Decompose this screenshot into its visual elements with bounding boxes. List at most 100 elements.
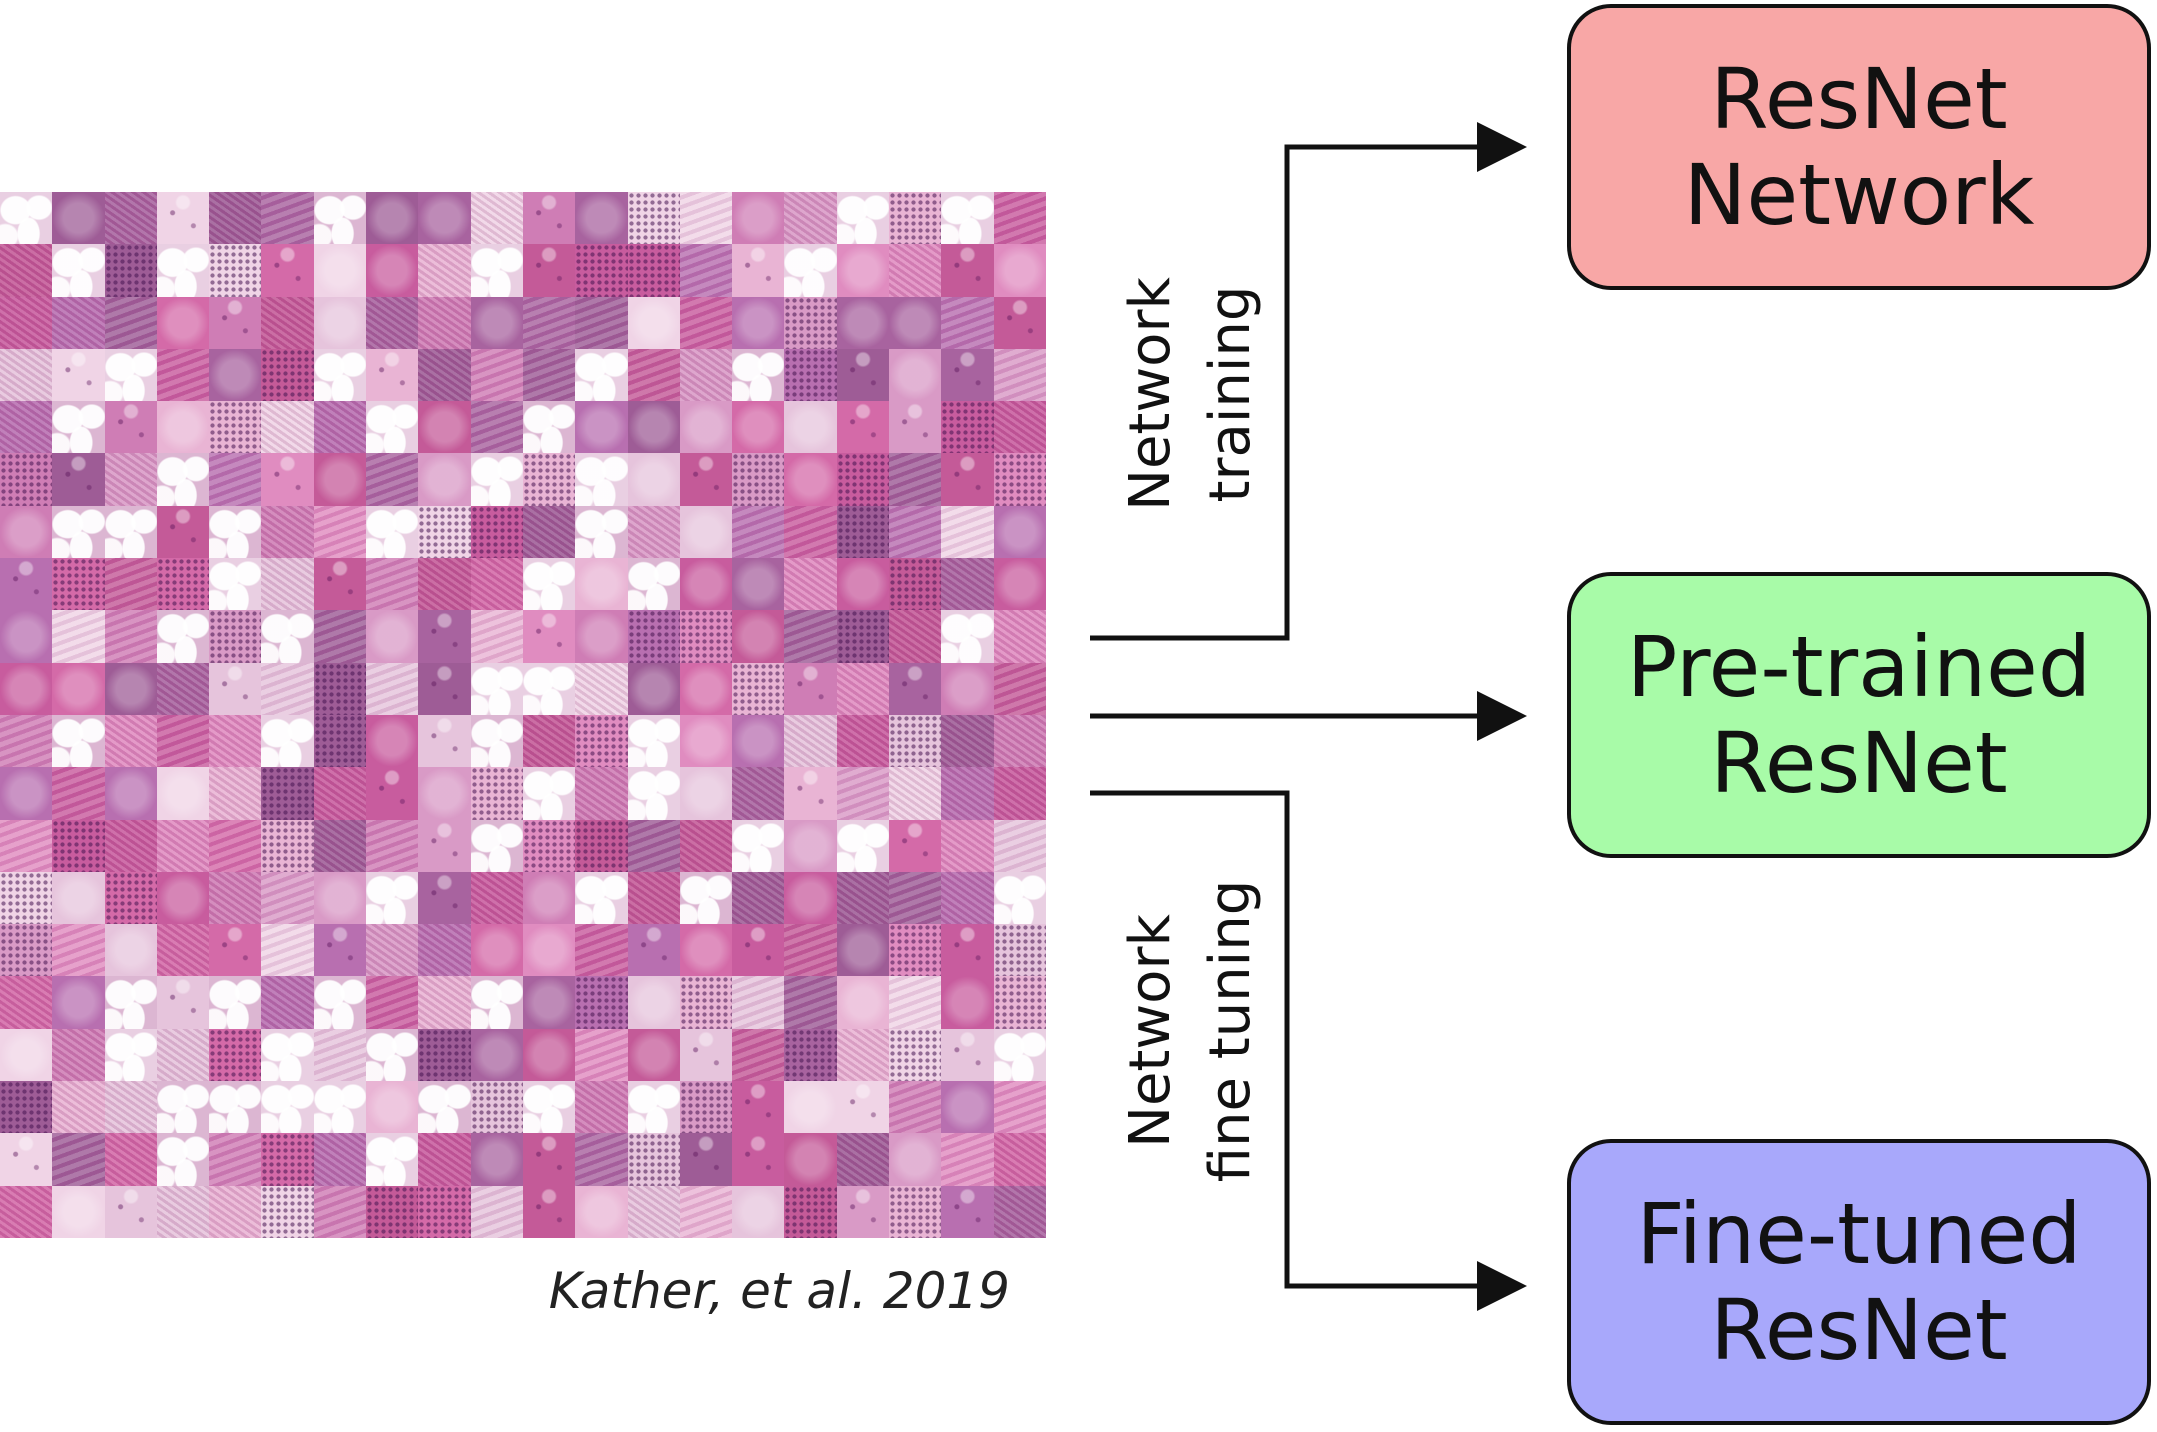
tissue-tile bbox=[52, 714, 105, 768]
tissue-tile bbox=[52, 348, 105, 402]
tissue-tile bbox=[313, 1081, 367, 1134]
tissue-tile bbox=[784, 1081, 837, 1134]
tissue-tile bbox=[836, 1185, 890, 1238]
tissue-tile bbox=[836, 505, 890, 559]
tissue-tile bbox=[627, 244, 680, 297]
tissue-tile bbox=[470, 1185, 523, 1238]
tissue-tile bbox=[941, 348, 994, 402]
tissue-tile bbox=[470, 871, 523, 925]
network-fine-tuning-line2: fine tuning bbox=[1198, 879, 1263, 1183]
finetuned-resnet-line1: Fine-tuned bbox=[1636, 1185, 2082, 1283]
tissue-tile bbox=[52, 767, 105, 820]
pretrained-resnet-box: Pre-trained ResNet bbox=[1567, 572, 2151, 858]
tissue-tile bbox=[732, 924, 785, 977]
tissue-tile bbox=[313, 505, 367, 559]
tissue-tile bbox=[0, 1028, 53, 1082]
tissue-tile bbox=[836, 819, 890, 872]
tissue-tile bbox=[575, 819, 628, 872]
tissue-tile bbox=[575, 1133, 628, 1186]
tissue-tile bbox=[0, 244, 53, 297]
tissue-tile bbox=[993, 662, 1046, 715]
tissue-tile bbox=[0, 871, 53, 925]
tissue-tile bbox=[889, 871, 942, 925]
tissue-tile bbox=[104, 1028, 157, 1082]
tissue-tile bbox=[732, 662, 785, 715]
tissue-tile bbox=[156, 819, 210, 872]
tissue-tile bbox=[0, 505, 53, 559]
tissue-tile bbox=[679, 244, 733, 297]
tissue-tile bbox=[156, 767, 210, 820]
tissue-tile bbox=[313, 296, 367, 349]
tissue-tile bbox=[784, 192, 837, 245]
tissue-tile bbox=[104, 819, 157, 872]
tissue-tile bbox=[470, 976, 523, 1029]
tissue-tile bbox=[470, 1081, 523, 1134]
tissue-tile bbox=[261, 1185, 314, 1238]
tissue-tile bbox=[889, 610, 942, 663]
tissue-tile bbox=[993, 1133, 1046, 1186]
tissue-tile bbox=[261, 767, 314, 820]
tissue-tile bbox=[732, 453, 785, 506]
tissue-tile bbox=[784, 767, 837, 820]
finetuned-resnet-line2: ResNet bbox=[1710, 1281, 2008, 1379]
tissue-tile bbox=[156, 401, 210, 454]
tissue-tile bbox=[941, 610, 994, 663]
tissue-tile bbox=[156, 192, 210, 245]
tissue-tile bbox=[784, 871, 837, 925]
tissue-tile bbox=[522, 871, 576, 925]
tissue-tile bbox=[889, 1185, 942, 1238]
tissue-tile bbox=[366, 244, 419, 297]
tissue-tile bbox=[627, 1185, 680, 1238]
tissue-tile bbox=[575, 1028, 628, 1082]
tissue-tile bbox=[627, 401, 680, 454]
tissue-tile bbox=[836, 976, 890, 1029]
tissue-tile bbox=[522, 348, 576, 402]
tissue-tile bbox=[104, 976, 157, 1029]
tissue-tile bbox=[993, 401, 1046, 454]
tissue-tile bbox=[679, 819, 733, 872]
tissue-tile bbox=[418, 1028, 471, 1082]
tissue-tile bbox=[522, 1185, 576, 1238]
tissue-tile bbox=[784, 558, 837, 611]
tissue-tile bbox=[522, 1028, 576, 1082]
tissue-tile bbox=[261, 714, 314, 768]
tissue-tile bbox=[156, 558, 210, 611]
tissue-tile bbox=[261, 244, 314, 297]
tissue-tile bbox=[941, 558, 994, 611]
tissue-tile bbox=[889, 192, 942, 245]
tissue-tile bbox=[104, 192, 157, 245]
tissue-tile bbox=[836, 348, 890, 402]
tissue-tile bbox=[522, 767, 576, 820]
tissue-tile bbox=[0, 401, 53, 454]
tissue-tile bbox=[313, 714, 367, 768]
tissue-tile bbox=[732, 558, 785, 611]
tissue-tile bbox=[313, 767, 367, 820]
tissue-tile bbox=[313, 924, 367, 977]
tissue-tile bbox=[889, 714, 942, 768]
tissue-tile bbox=[209, 1133, 262, 1186]
tissue-tile bbox=[889, 767, 942, 820]
tissue-tile bbox=[784, 1028, 837, 1082]
tissue-tile bbox=[418, 1185, 471, 1238]
tissue-tile bbox=[0, 348, 53, 402]
tissue-tile bbox=[732, 1028, 785, 1082]
tissue-tile bbox=[209, 924, 262, 977]
tissue-tile bbox=[261, 871, 314, 925]
tissue-tile bbox=[941, 244, 994, 297]
tissue-tile bbox=[470, 819, 523, 872]
tissue-tile bbox=[836, 662, 890, 715]
tissue-tile bbox=[313, 1028, 367, 1082]
histology-tile-mosaic bbox=[0, 192, 1046, 1238]
tissue-tile bbox=[156, 1028, 210, 1082]
tissue-tile bbox=[627, 505, 680, 559]
tissue-tile bbox=[941, 1133, 994, 1186]
tissue-tile bbox=[104, 714, 157, 768]
tissue-tile bbox=[470, 1133, 523, 1186]
tissue-tile bbox=[889, 662, 942, 715]
tissue-tile bbox=[993, 244, 1046, 297]
tissue-tile bbox=[993, 192, 1046, 245]
tissue-tile bbox=[522, 819, 576, 872]
tissue-tile bbox=[261, 453, 314, 506]
training-connector bbox=[1090, 122, 1527, 641]
tissue-tile bbox=[52, 610, 105, 663]
